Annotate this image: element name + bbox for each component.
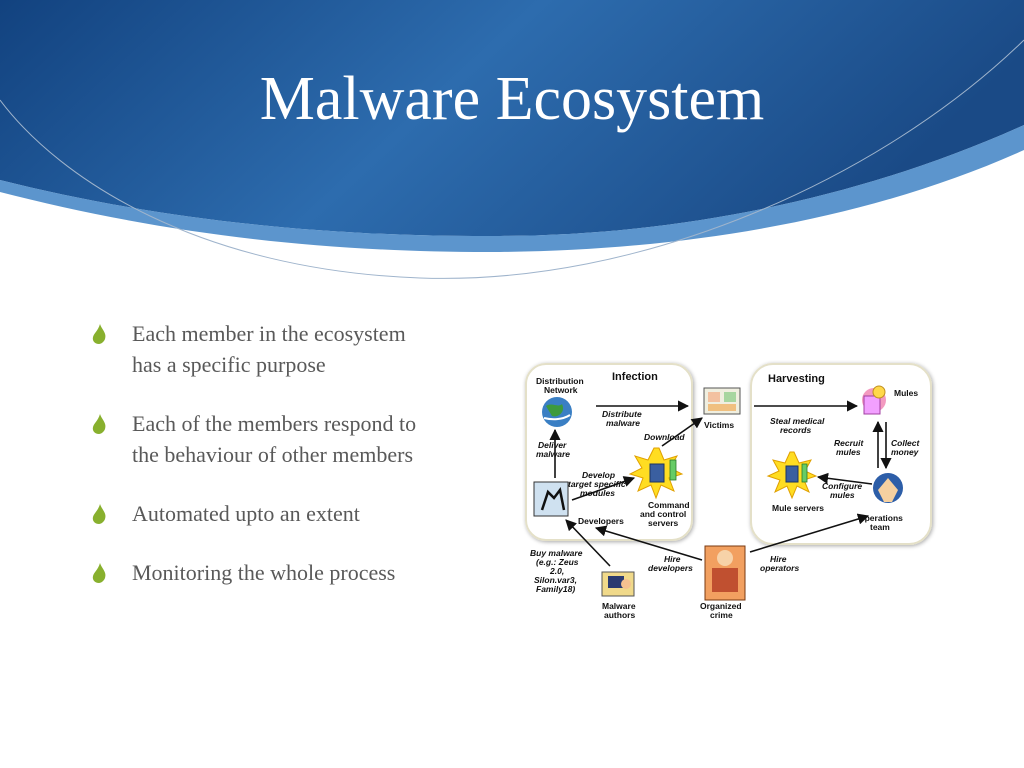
bullet-line: Automated upto an extent	[132, 501, 360, 526]
mule-servers-label: Mule servers	[772, 503, 824, 513]
bullet-line: Each member in the ecosystem	[132, 321, 406, 346]
hire-developers-arrow	[594, 525, 703, 561]
developers-label: Developers	[578, 516, 624, 526]
slide-title: Malware Ecosystem	[259, 65, 765, 133]
flame-bullet-icon	[92, 324, 106, 344]
malware-authors-icon	[601, 571, 635, 597]
operations-team-icon	[873, 473, 903, 503]
harvesting-section-label: Harvesting	[768, 373, 825, 385]
buy-malware-arrow	[565, 519, 611, 567]
download-arrow	[661, 417, 703, 447]
bullet-item: Each member in the ecosystem has a speci…	[92, 318, 502, 380]
globe-icon	[542, 397, 572, 427]
server-starburst-icon	[628, 447, 684, 500]
download-label: Download	[644, 432, 685, 442]
victims-label: Victims	[704, 420, 734, 430]
bullet-list: Each member in the ecosystem has a speci…	[92, 318, 502, 616]
flame-bullet-icon	[92, 563, 106, 583]
organized-crime-icon	[704, 545, 746, 601]
bullet-line: the behaviour of other members	[132, 442, 414, 467]
flame-bullet-icon	[92, 504, 106, 524]
header-wave-banner	[0, 0, 1024, 279]
mule-server-starburst-icon	[766, 451, 818, 500]
bullet-item: Automated upto an extent	[92, 498, 502, 529]
bullet-line: Each of the members respond to	[132, 411, 417, 436]
malware-ecosystem-diagram: Infection Harvesting	[525, 363, 932, 620]
configure-mules-arrow	[816, 472, 873, 485]
infection-section-label: Infection	[612, 371, 658, 383]
bullet-item: Monitoring the whole process	[92, 557, 502, 588]
developer-icon	[533, 481, 569, 517]
hire-operators-arrow	[749, 513, 870, 553]
mules-label: Mules	[894, 388, 918, 398]
develop-modules-arrow	[571, 476, 636, 501]
bullet-line: has a specific purpose	[132, 352, 326, 377]
mules-icon	[862, 385, 886, 415]
flame-bullet-icon	[92, 414, 106, 434]
bullet-item: Each of the members respond to the behav…	[92, 408, 502, 470]
bullet-line: Monitoring the whole process	[132, 560, 396, 585]
victims-icon	[703, 387, 741, 415]
